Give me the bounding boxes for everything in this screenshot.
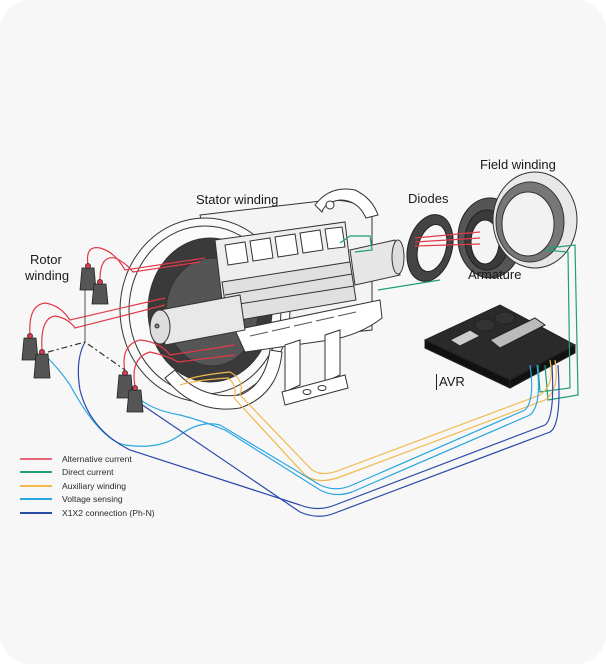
- connector-lower-2: [126, 385, 144, 413]
- field-winding: [492, 171, 578, 269]
- legend-item-auxiliary-winding: Auxiliary winding: [20, 479, 155, 493]
- label-rotor-winding-line1: Rotor: [30, 252, 62, 267]
- label-diodes: Diodes: [408, 191, 449, 206]
- avr-label-marker: [436, 374, 437, 390]
- label-stator-winding: Stator winding: [196, 192, 279, 207]
- connector-rotor-2: [91, 279, 109, 305]
- label-field-winding: Field winding: [480, 157, 556, 172]
- legend-swatch-light-blue: [20, 498, 52, 501]
- label-avr: AVR: [439, 374, 465, 389]
- label-rotor-winding-line2: winding: [25, 268, 70, 283]
- legend-item-voltage-sensing: Voltage sensing: [20, 493, 155, 507]
- legend-label: Direct current: [62, 467, 114, 478]
- legend-item-alternative-current: Alternative current: [20, 452, 155, 466]
- legend-label: Alternative current: [62, 453, 132, 464]
- legend-swatch-red: [20, 457, 52, 460]
- avr-board: [423, 304, 577, 389]
- legend-label: Auxiliary winding: [62, 480, 127, 491]
- legend-swatch-green: [20, 471, 52, 474]
- legend-item-direct-current: Direct current: [20, 466, 155, 480]
- neutral-dashed-line: [47, 341, 126, 371]
- wires-x1x2-connection: [77, 341, 560, 517]
- wires-voltage-sensing: [44, 354, 540, 496]
- wires-auxiliary-winding: [179, 359, 557, 482]
- legend-item-x1x2-connection: X1X2 connection (Ph-N): [20, 506, 155, 520]
- legend-swatch-orange: [20, 484, 52, 487]
- connector-left-2: [33, 349, 51, 379]
- legend-label: Voltage sensing: [62, 494, 123, 505]
- label-armature: Armature: [468, 267, 522, 282]
- diodes-ring: [406, 214, 454, 282]
- legend: Alternative current Direct current Auxil…: [20, 452, 155, 520]
- terminal-connectors: [21, 263, 144, 413]
- legend-label: X1X2 connection (Ph-N): [62, 507, 155, 518]
- wires-alternative-current: [29, 231, 481, 387]
- connector-rotor-1: [79, 263, 97, 291]
- legend-swatch-dark-blue: [20, 511, 52, 514]
